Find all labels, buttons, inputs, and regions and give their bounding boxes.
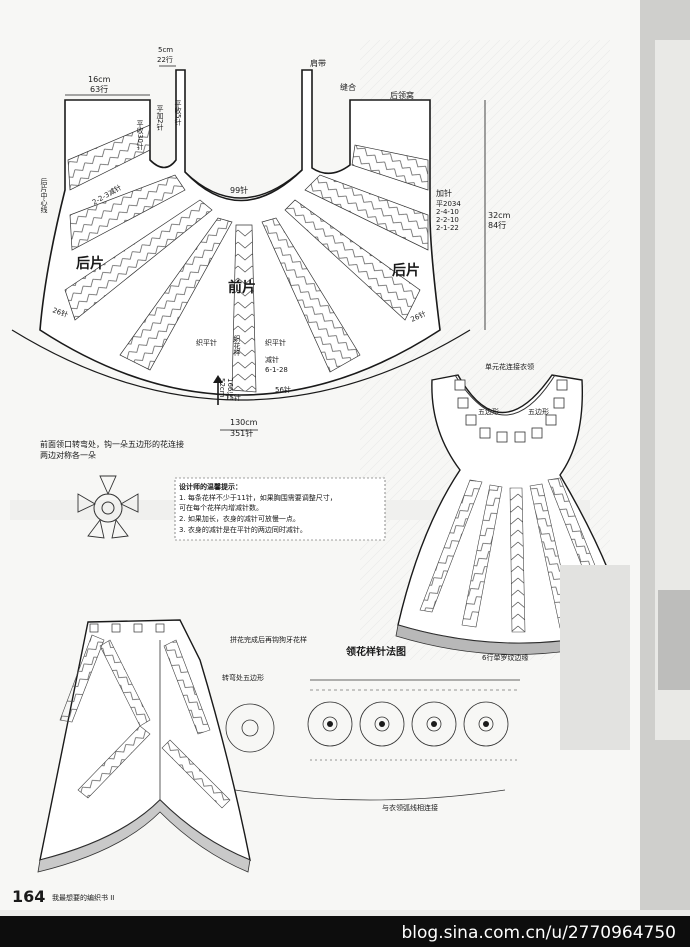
band-5 <box>231 224 257 393</box>
label-decrease-rule: 6-1-28 <box>265 366 288 374</box>
label-pentagon-left: 五边形 <box>478 407 499 416</box>
watermark-text: blog.sina.com.cn/u/2770964750 <box>401 923 676 943</box>
page-number: 164 <box>12 887 45 906</box>
label-unit-flower: 单元花连接衣领 <box>485 362 534 371</box>
bottom-garment-diagram <box>37 619 251 873</box>
neck-curve <box>184 169 303 199</box>
collar-stitch-chart: 领花样针法图 拼花完成后再钩狗牙花样 转弯处五边形 与衣领弧线相连接 <box>222 635 520 812</box>
collar-flowers <box>225 701 509 753</box>
band-7 <box>284 199 421 321</box>
collar-connect: 与衣领弧线相连接 <box>382 803 438 812</box>
design-tips: 设计师的温馨提示： 1. 每条花样不少于11针，如果胸围需要调整尺寸， 可在每个… <box>174 477 386 541</box>
label-52cm: 52cm <box>218 378 226 398</box>
label-15: 15针 <box>225 393 241 402</box>
tip-1: 1. 每条花样不少于11针，如果胸围需要调整尺寸， <box>179 493 337 502</box>
small-flower-motif <box>77 475 139 539</box>
tip-3: 3. 衣身的减针是在平针的两边同时减针。 <box>179 525 307 534</box>
unit-squares <box>454 379 568 443</box>
band-4 <box>119 217 233 371</box>
band-9 <box>351 144 429 191</box>
label-32cm: 32cm <box>488 211 511 220</box>
label-166: 166行 <box>226 378 234 400</box>
label-add-r2: 2-2-10 <box>436 216 459 224</box>
label-5cm: 5cm <box>158 46 173 54</box>
collar-turn: 转弯处五边形 <box>222 673 264 682</box>
label-edge: 6行单罗纹边缘 <box>482 653 528 662</box>
footer-title: 我最想要的编织书 II <box>52 893 114 902</box>
collar-fill-dots <box>327 721 489 727</box>
band-2 <box>69 174 186 251</box>
label-flat-collect5: 平收5针 <box>174 100 182 127</box>
tips-title: 设计师的温馨提示： <box>179 482 242 491</box>
label-add-needle: 加针 <box>436 188 452 198</box>
collar-title: 领花样针法图 <box>346 645 406 658</box>
label-22rows: 22行 <box>157 55 173 64</box>
label-add-r3: 2-1-22 <box>436 224 459 232</box>
tip-2: 2. 如果加长，衣身的减针可放慢一点。 <box>179 514 300 523</box>
label-351: 351针 <box>230 428 253 438</box>
label-flat-collect30: 平收30针 <box>136 120 144 151</box>
arrow-head <box>213 375 223 383</box>
label-decrease: 减针 <box>265 355 279 364</box>
top-garment-diagram: 16cm 63行 5cm 22行 平加2针 平收5针 平收30针 2-2-3减针… <box>11 46 511 438</box>
collar-note-top: 拼花完成后再钩狗牙花样 <box>230 635 307 644</box>
label-flat-add: 平加2针 <box>156 105 164 132</box>
label-56: 56针 <box>275 385 291 394</box>
label-weave-right: 织平针 <box>265 338 286 347</box>
label-pentagon-right: 五边形 <box>528 407 549 416</box>
tip-1b: 可在每个花样内增减针数。 <box>179 503 263 512</box>
next-page-photo <box>658 590 690 690</box>
label-99: 99针 <box>230 185 248 195</box>
label-back-neckline: 后领窝 <box>390 90 414 100</box>
label-weave-left: 织平针 <box>196 338 217 347</box>
label-back-left: 后片 <box>76 255 104 272</box>
label-add-r1: 2-4-10 <box>436 208 459 216</box>
band-6 <box>261 217 361 373</box>
label-back-center: 后片中心线 <box>40 177 48 213</box>
label-seam: 缝合 <box>340 82 356 92</box>
watermark-bar <box>0 916 690 947</box>
note-left-2: 两边对称各一朵 <box>40 450 96 460</box>
label-16cm: 16cm <box>88 75 111 84</box>
label-front: 前片 <box>228 279 256 296</box>
label-84rows: 84行 <box>488 220 506 230</box>
label-130cm: 130cm <box>230 418 258 427</box>
note-left-1: 前面领口转弯处，钩一朵五边形的花连接 <box>40 439 184 449</box>
label-add-flat: 平2034 <box>436 200 461 208</box>
label-63rows: 63行 <box>90 84 108 94</box>
band-1 <box>67 124 151 191</box>
band-3 <box>64 199 213 321</box>
outer-arc <box>11 329 471 401</box>
faint-photo-block <box>560 565 630 750</box>
label-weave-center: 织花样 <box>233 334 241 357</box>
label-back-right: 后片 <box>392 262 420 279</box>
label-shoulder-strap: 肩带 <box>310 58 326 68</box>
band-8 <box>304 174 429 251</box>
